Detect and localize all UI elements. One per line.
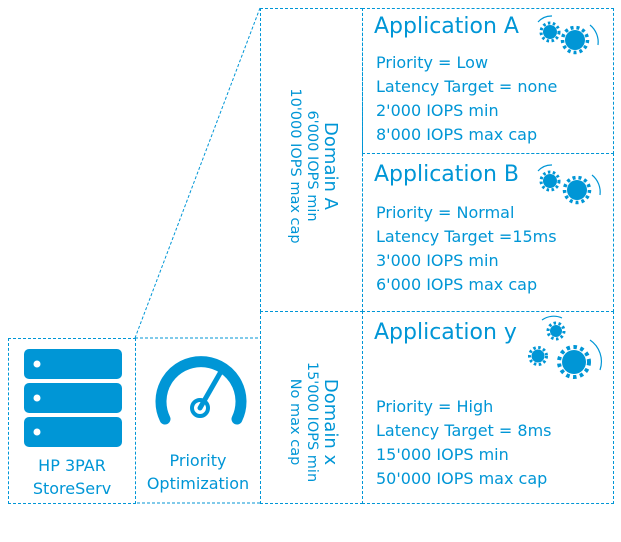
application-b-min: 3'000 IOPS min — [376, 251, 499, 270]
speedometer-icon — [155, 356, 247, 425]
storage-box — [8, 338, 136, 504]
application-a-latency: Latency Target = none — [376, 77, 558, 96]
application-y-min: 15'000 IOPS min — [376, 445, 509, 464]
application-y-title: Application y — [374, 320, 517, 345]
domain-a-min: 6'000 IOPS min — [304, 110, 320, 222]
optimization-line2: Optimization — [146, 474, 250, 493]
application-b-details: Priority = Normal Latency Target =15ms 3… — [376, 201, 557, 297]
zoom-line-top — [134, 7, 261, 339]
storage-line1: HP 3PAR — [38, 456, 106, 475]
domain-a-cap: 10'000 IOPS max cap — [287, 88, 303, 244]
domain-a-label: Domain A 6'000 IOPS min 10'000 IOPS max … — [281, 26, 341, 306]
application-b-max: 6'000 IOPS max cap — [376, 275, 538, 294]
storage-caption: HP 3PAR StoreServ — [8, 454, 136, 500]
application-a-details: Priority = Low Latency Target = none 2'0… — [376, 51, 557, 147]
application-y-box — [362, 311, 614, 504]
application-a-priority: Priority = Low — [376, 53, 489, 72]
application-a-title: Application A — [374, 14, 519, 39]
diagram-graphics — [24, 7, 603, 504]
gears-icon-application-a — [537, 15, 599, 55]
gears-icon-application-b — [537, 164, 601, 205]
application-y-latency: Latency Target = 8ms — [376, 421, 552, 440]
application-y-priority: Priority = High — [376, 397, 494, 416]
application-a-max: 8'000 IOPS max cap — [376, 125, 538, 144]
application-a-min: 2'000 IOPS min — [376, 101, 499, 120]
domain-x-min: 15'000 IOPS min — [304, 361, 320, 483]
server-rack-icon — [24, 349, 122, 447]
domain-a-name: Domain A — [320, 122, 341, 210]
domain-x-cap: No max cap — [287, 378, 303, 466]
domain-x-label: Domain x 15'000 IOPS min No max cap — [281, 302, 341, 542]
storage-line2: StoreServ — [32, 479, 112, 498]
application-b-title: Application B — [374, 162, 520, 187]
optimization-line1: Priority — [169, 451, 227, 470]
application-b-latency: Latency Target =15ms — [376, 227, 557, 246]
gears-icon-application-y — [528, 315, 603, 379]
application-y-details: Priority = High Latency Target = 8ms 15'… — [376, 395, 552, 491]
application-y-max: 50'000 IOPS max cap — [376, 469, 548, 488]
optimization-caption: Priority Optimization — [136, 449, 260, 495]
application-b-priority: Priority = Normal — [376, 203, 515, 222]
domain-x-name: Domain x — [320, 378, 341, 466]
